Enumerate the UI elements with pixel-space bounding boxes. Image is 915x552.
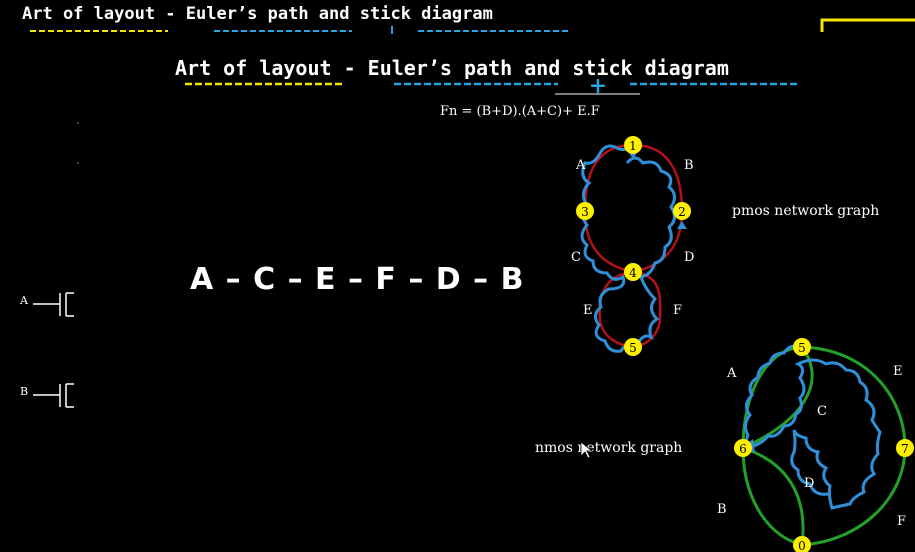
nmos-node-6: 6 [734, 439, 752, 457]
pmos-edge-label-d: D [684, 250, 694, 265]
transistor-b-label: B [20, 385, 29, 398]
pmos-node-4: 4 [624, 263, 642, 281]
pmos-node-1: 1 [624, 136, 642, 154]
pmos-node-3: 3 [576, 202, 594, 220]
nmos-edge-label-f: F [897, 514, 906, 529]
mouse-cursor-icon [580, 441, 594, 459]
pmos-edge-e [598, 270, 634, 349]
transistor-b-symbol [33, 383, 74, 408]
pmos-edge-label-c: C [571, 250, 581, 265]
pmos-arrow-2 [677, 221, 687, 229]
nmos-edge-b [741, 447, 803, 547]
main-title-underlines: + [185, 73, 800, 99]
pmos-graph-label: pmos network graph [732, 203, 880, 219]
pmos-edge-f [632, 270, 662, 349]
nmos-edge-label-e: E [893, 364, 903, 379]
euler-path: A – C – E – F – D – B [190, 262, 525, 297]
top-title-underlines [30, 18, 915, 34]
nmos-edge-f [801, 447, 907, 547]
svg-text:3: 3 [581, 205, 589, 219]
transistor-a-label: A [20, 294, 28, 307]
nmos-edge-e [801, 345, 907, 449]
transistor-a-symbol [33, 292, 74, 317]
left-tick-marks [77, 122, 79, 164]
pmos-edge-label-e: E [583, 303, 593, 318]
pmos-node-2: 2 [673, 202, 691, 220]
nmos-edge-label-a: A [726, 366, 737, 381]
pmos-edge-label-a: A [575, 158, 586, 173]
svg-text:0: 0 [798, 539, 806, 552]
nmos-graph: 5 6 7 0 A B C D E F [717, 338, 914, 552]
nmos-euler-path [743, 344, 882, 510]
pmos-node-5: 5 [624, 338, 642, 356]
nmos-edge-label-b: B [717, 502, 727, 517]
nmos-edge-c [742, 346, 814, 450]
pmos-euler-path [580, 143, 676, 353]
svg-text:5: 5 [798, 341, 806, 355]
pmos-graph: 1 2 3 4 5 A B C D E F [571, 136, 694, 356]
svg-text:4: 4 [629, 266, 637, 280]
svg-text:7: 7 [901, 442, 909, 456]
svg-text:1: 1 [629, 139, 637, 153]
nmos-node-7: 7 [896, 439, 914, 457]
nmos-node-5: 5 [793, 338, 811, 356]
nmos-node-0: 0 [793, 536, 811, 552]
svg-text:2: 2 [678, 205, 686, 219]
nmos-edge-d [742, 446, 805, 546]
svg-text:6: 6 [739, 442, 747, 456]
pmos-edge-label-f: F [673, 303, 682, 318]
main-title: Art of layout - Euler’s path and stick d… [175, 56, 729, 80]
svg-text:5: 5 [629, 341, 637, 355]
plus-symbol: + [589, 73, 607, 99]
nmos-edge-label-c: C [817, 404, 827, 419]
top-title: Art of layout - Euler’s path and stick d… [22, 4, 493, 24]
function-expression: Fn = (B+D).(A+C)+ E.F [440, 104, 600, 119]
pmos-edge-label-b: B [684, 158, 694, 173]
nmos-graph-label: nmos network graph [535, 440, 683, 456]
nmos-edge-label-d: D [804, 476, 814, 491]
